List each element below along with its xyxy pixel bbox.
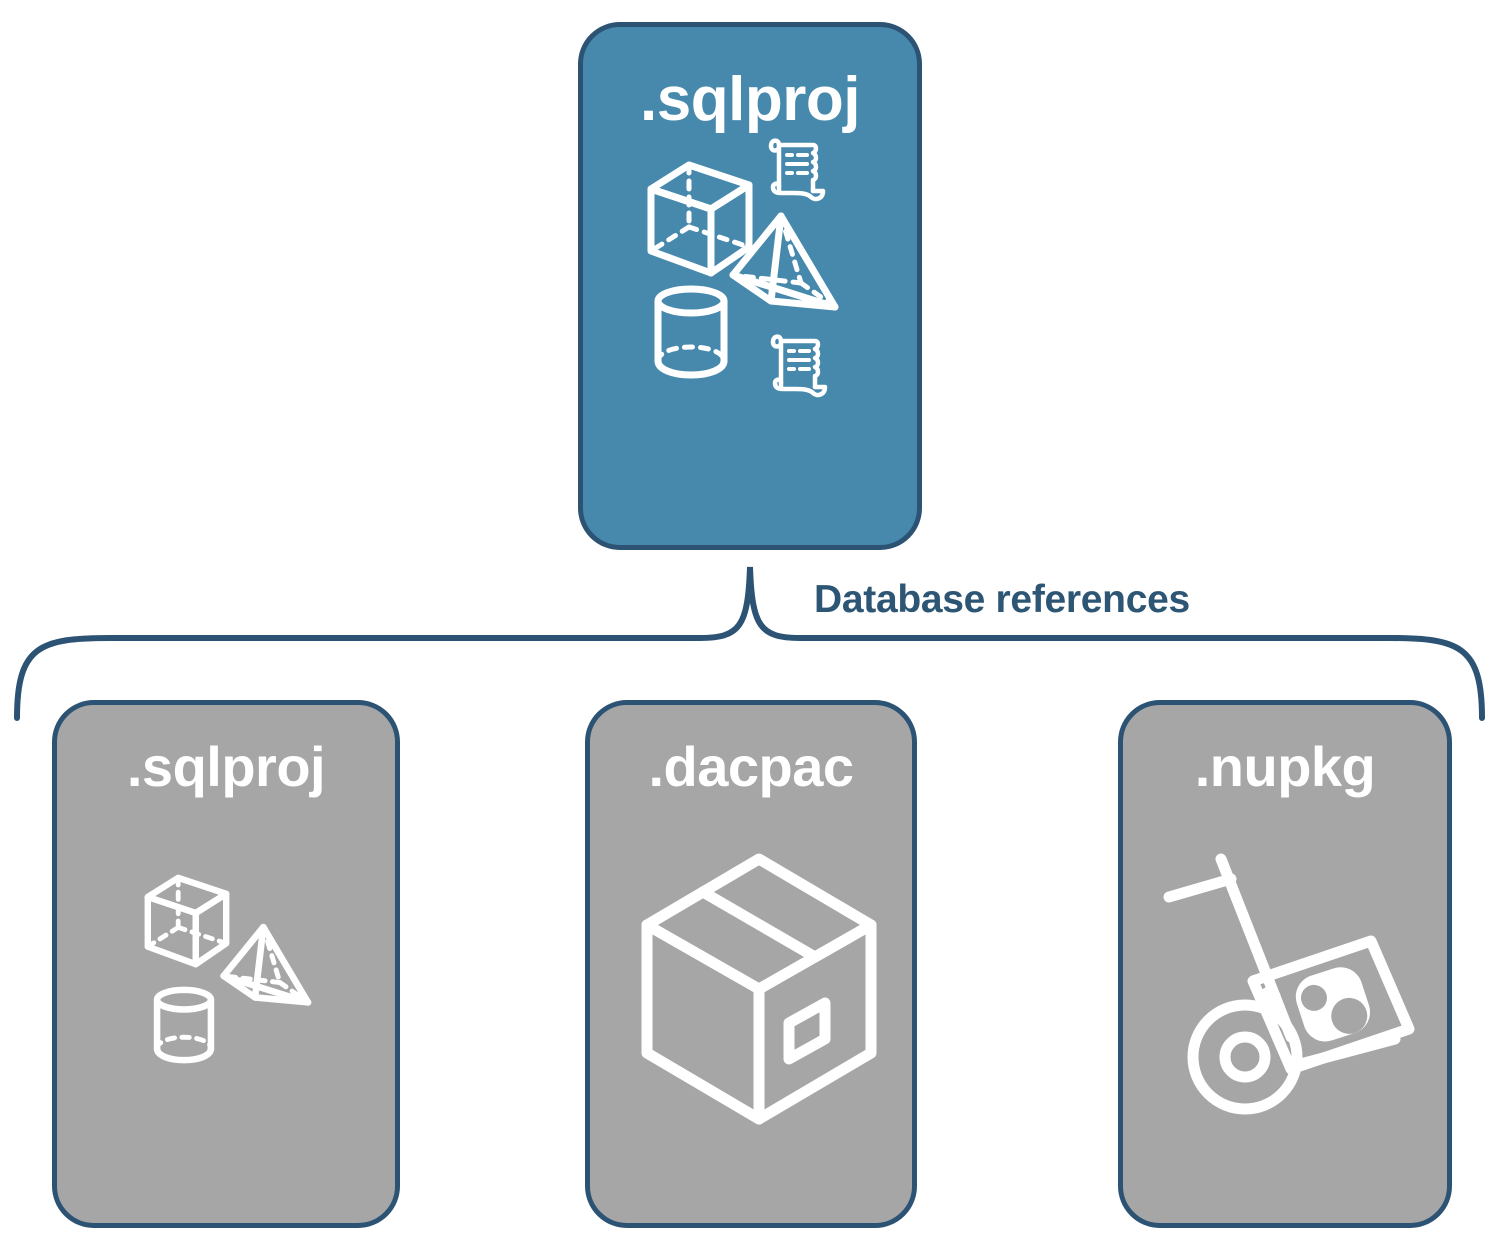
shipping-box-icon xyxy=(639,853,879,1125)
card-icon-group-sqlproj-reference xyxy=(57,795,395,1223)
connector-label: Database references xyxy=(814,578,1190,621)
cylinder-icon xyxy=(151,985,217,1065)
card-icon-group-nupkg xyxy=(1123,795,1447,1223)
card-sqlproj-primary[interactable]: .sqlproj xyxy=(578,22,922,550)
scroll-icon xyxy=(765,135,829,205)
pyramid-icon xyxy=(217,923,313,1009)
cylinder-icon xyxy=(651,283,731,381)
scroll-icon xyxy=(767,331,831,401)
card-title-sqlproj-primary: .sqlproj xyxy=(640,65,860,134)
hand-truck-icon xyxy=(1157,853,1419,1121)
card-title-sqlproj-reference: .sqlproj xyxy=(126,735,326,798)
card-title-nupkg: .nupkg xyxy=(1194,735,1376,798)
card-nupkg[interactable]: .nupkg xyxy=(1118,700,1452,1228)
card-icon-group-dacpac xyxy=(590,795,912,1223)
pyramid-icon xyxy=(725,211,841,315)
card-icon-group-primary xyxy=(583,131,917,545)
card-sqlproj-reference[interactable]: .sqlproj xyxy=(52,700,400,1228)
card-title-dacpac: .dacpac xyxy=(648,735,854,798)
cube-icon xyxy=(143,873,231,969)
card-dacpac[interactable]: .dacpac xyxy=(585,700,917,1228)
cube-icon xyxy=(645,159,755,279)
